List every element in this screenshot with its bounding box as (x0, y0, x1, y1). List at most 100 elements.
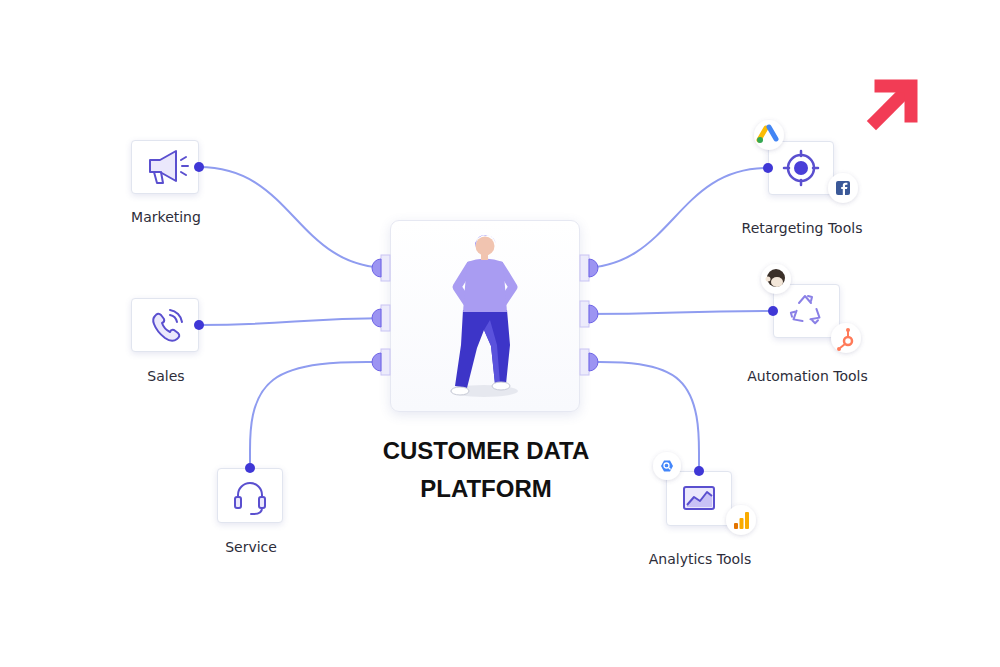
google-analytics-logo-part (734, 523, 738, 529)
hubspot-logo-part (846, 328, 850, 332)
target-icon-part (784, 151, 818, 185)
recycle-icon-part-part (812, 318, 818, 324)
facebook-logo-part (836, 181, 850, 195)
person-illustration (450, 235, 518, 397)
port-connector-part (580, 301, 589, 327)
google-analytics-logo (726, 505, 756, 535)
megaphone-icon-part (150, 151, 176, 181)
connector-line (580, 168, 768, 268)
department-box: Sales (131, 298, 199, 352)
target-icon (784, 151, 818, 185)
chart-icon-part (687, 492, 712, 505)
connector-dot (194, 162, 204, 172)
node-label: Marketing (91, 208, 241, 226)
bigquery-logo-part (653, 452, 681, 480)
person-illustration-part (475, 235, 496, 247)
recycle-icon (790, 296, 822, 325)
recycle-icon-part (810, 309, 823, 324)
person-illustration-part (463, 259, 507, 313)
recycle-icon-part-part (808, 296, 812, 301)
headset-icon-part (235, 497, 241, 508)
headset-icon (235, 483, 265, 514)
port-connector-part (372, 309, 381, 327)
phone-icon-part (170, 315, 177, 322)
bigquery-logo-part (669, 468, 671, 470)
port-connector-part (381, 305, 390, 331)
port-connector-part (589, 305, 598, 323)
person-illustration-part (476, 237, 495, 256)
connector-dot (194, 320, 204, 330)
recycle-icon-part (799, 296, 812, 303)
connector-dot (763, 163, 773, 173)
megaphone-icon-part (181, 157, 188, 175)
phone-icon-part (170, 310, 182, 322)
target-icon-part (794, 161, 808, 175)
hubspot-logo-part (831, 323, 861, 353)
port-connector-part (381, 349, 390, 375)
hubspot-logo (831, 323, 861, 353)
bigquery-logo-part (661, 461, 673, 472)
google-analytics-logo-part (726, 505, 756, 535)
chart-icon (684, 487, 714, 509)
phone-icon (153, 310, 182, 341)
port-connector-part (372, 259, 381, 277)
mailchimp-logo-part (766, 277, 771, 282)
connector-line (580, 362, 699, 471)
brand-arrow-part (881, 86, 911, 116)
google-ads-logo-part (754, 120, 784, 150)
megaphone-icon-part (154, 172, 163, 183)
port-connector (372, 255, 598, 375)
node-label: Analytics Tools (615, 550, 785, 568)
mailchimp-logo-part (771, 277, 783, 287)
hubspot-logo-part (837, 347, 841, 351)
person-illustration-part (455, 310, 510, 388)
google-ads-logo (754, 120, 784, 150)
hubspot-logo-part (844, 337, 852, 345)
recycle-icon-part-part (799, 296, 811, 303)
chart-icon-part (684, 487, 714, 509)
google-analytics-logo-part (745, 512, 749, 529)
connector-line (580, 311, 773, 314)
port-connector-part (372, 353, 381, 371)
port-connector-part (381, 255, 390, 281)
headset-icon-part (259, 497, 265, 508)
node-label: Service (176, 538, 326, 556)
node-label: Retargeting Tools (717, 219, 887, 237)
facebook-logo (828, 173, 858, 203)
connector-dot (768, 306, 778, 316)
department-box: Service (217, 468, 283, 523)
connector-dot (694, 466, 704, 476)
mailchimp-logo-part (761, 264, 791, 294)
person-illustration-part (484, 320, 500, 384)
facebook-logo-part (828, 173, 858, 203)
bigquery-logo (653, 452, 681, 480)
recycle-icon-part (790, 310, 803, 325)
megaphone-icon (150, 151, 188, 183)
hubspot-logo-part (840, 331, 848, 348)
port-connector-part (589, 353, 598, 371)
person-illustration-part (492, 382, 510, 390)
node-label: Sales (91, 367, 241, 385)
brand-arrow (876, 86, 911, 121)
google-analytics-logo-part (740, 518, 744, 529)
connector-line (199, 167, 390, 268)
google-ads-logo-part (769, 127, 776, 139)
phone-icon-part (153, 314, 179, 341)
recycle-icon-part-part (790, 311, 796, 317)
facebook-logo-part (841, 183, 847, 195)
google-ads-logo-part (757, 137, 763, 143)
connector-line (199, 318, 390, 325)
connector-line (250, 362, 390, 468)
target-icon-part (788, 155, 814, 181)
recycle-icon-part-part (791, 311, 803, 325)
bigquery-logo-part (664, 463, 669, 468)
port-connector-part (580, 349, 589, 375)
node-label: Automation Tools (723, 367, 893, 385)
port-connector-part (580, 255, 589, 281)
headset-icon-part (251, 508, 262, 514)
brand-arrow-part (876, 89, 908, 121)
recycle-icon-part-part (810, 309, 822, 323)
chart-icon-part (687, 492, 712, 507)
